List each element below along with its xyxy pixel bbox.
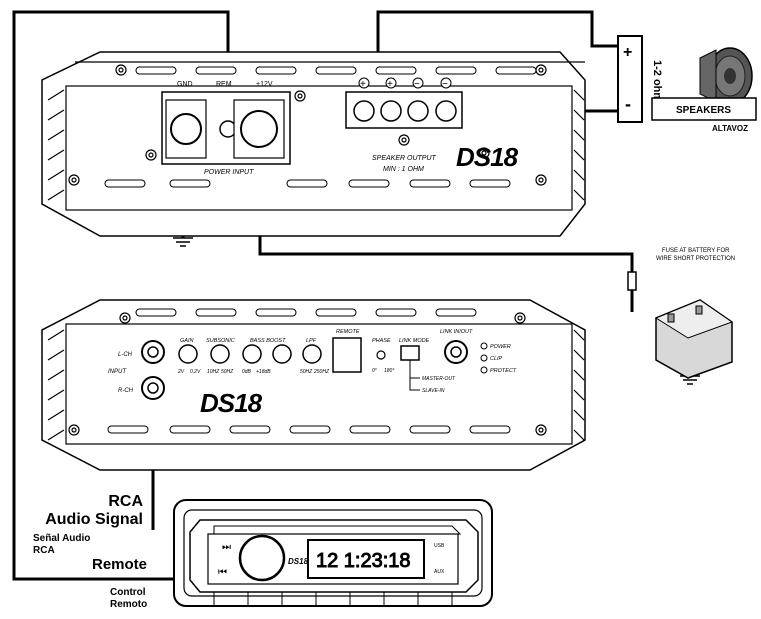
svg-text:LPF: LPF — [306, 338, 317, 344]
l-ch-label: L-CH — [118, 352, 133, 358]
remote-wire — [12, 10, 230, 581]
knob-subsonic: SUBSONIC 10HZ 50HZ — [206, 338, 235, 375]
svg-text:180°: 180° — [384, 368, 394, 374]
knob-bass-boost: BASS BOOST 0dB +18dB — [242, 338, 292, 375]
speaker-terminal-1 — [353, 100, 375, 122]
prev-icon[interactable]: ⏮ — [218, 567, 227, 578]
svg-text:50HZ: 50HZ — [221, 369, 234, 375]
link-mode-label: LINK MODE — [399, 338, 430, 344]
led-protect — [480, 366, 488, 374]
speaker-terminal-4 — [435, 100, 457, 122]
speaker: + - 1-2 ohm SPEAKERS ALTAVOZ — [617, 35, 757, 133]
senal-label-line2: RCA — [33, 545, 55, 556]
power-amplifier: GND REM +12V POWER INPUT + + − − SPEAKER… — [41, 51, 586, 237]
svg-text:SUBSONIC: SUBSONIC — [206, 338, 235, 344]
remote-port-label: REMOTE — [336, 329, 360, 335]
speaker-positive-wire — [376, 10, 618, 92]
svg-text:+18dB: +18dB — [256, 369, 271, 375]
r-ch-label: R-CH — [118, 388, 134, 394]
phase-switch — [376, 350, 386, 360]
speakers-label-box — [651, 97, 757, 121]
svg-text:0.2V: 0.2V — [190, 369, 201, 375]
slave-in-label: SLAVE-IN — [422, 388, 445, 394]
fuse-note-line1: FUSE AT BATTERY FOR — [662, 248, 730, 254]
v12-label: +12V — [256, 81, 273, 88]
fuse: FUSE AT BATTERY FOR WIRE SHORT PROTECTIO… — [627, 248, 735, 291]
link-mode-switch — [400, 345, 420, 361]
svg-text:10HZ: 10HZ — [207, 369, 220, 375]
control-label-line2: Remoto — [110, 599, 148, 610]
head-unit-display — [307, 539, 425, 579]
gnd-terminal — [170, 113, 202, 145]
speaker-output-label: SPEAKER OUTPUT — [372, 155, 437, 162]
speaker-sign-3: − — [414, 79, 420, 90]
svg-text:GAIN: GAIN — [180, 338, 193, 344]
speaker-cone-icon — [699, 47, 753, 105]
speaker-sign-1: + — [360, 79, 366, 90]
speaker-sign-2: + — [387, 79, 393, 90]
led-clip — [480, 354, 488, 362]
input-label: INPUT — [108, 369, 127, 375]
rca-label-line1: RCA — [108, 493, 143, 510]
display-text: 12 1:23:18 — [316, 550, 411, 572]
volume-knob[interactable] — [238, 534, 286, 582]
ground-symbol-amp — [173, 237, 193, 247]
svg-text:BASS BOOST: BASS BOOST — [250, 338, 286, 344]
speaker-terminal-2 — [380, 100, 402, 122]
head-unit-logo: DS18 — [288, 557, 309, 566]
power-input-label: POWER INPUT — [204, 169, 254, 176]
speakers-label: SPEAKERS — [676, 105, 731, 116]
link-inout-label: LINK IN/OUT — [440, 329, 473, 335]
svg-text:0dB: 0dB — [242, 369, 252, 375]
speaker-impedance: 1-2 ohm — [651, 60, 663, 102]
battery — [654, 299, 734, 379]
svg-text:50HZ: 50HZ — [300, 369, 313, 375]
next-icon[interactable]: ⏭ — [222, 542, 231, 553]
fuse-icon — [627, 271, 637, 291]
speaker-plus-sign: + — [623, 44, 632, 61]
control-label-line1: Control — [110, 587, 146, 598]
rem-label: REM — [216, 81, 232, 88]
senal-label-line1: Señal Audio — [33, 533, 91, 544]
speaker-terminal-3 — [407, 100, 429, 122]
master-out-label: MASTER-OUT — [422, 376, 456, 382]
v12-terminal — [240, 110, 278, 148]
altavoz-label: ALTAVOZ — [712, 124, 748, 133]
svg-text:0°: 0° — [372, 368, 377, 374]
fuse-note-line2: WIRE SHORT PROTECTION — [656, 256, 735, 262]
speaker-terminal-box — [617, 35, 643, 123]
speaker-output-spec: MIN : 1 OHM — [383, 166, 424, 173]
control-amplifier: L-CH INPUT R-CH GAIN 2V 0.2V SUBSONIC 10… — [41, 299, 586, 471]
usb-label: USB — [434, 543, 445, 549]
knob-gain: GAIN 2V 0.2V — [177, 338, 201, 375]
svg-text:CLIP: CLIP — [490, 356, 503, 362]
knob-lpf: LPF 50HZ 250HZ — [300, 338, 330, 375]
svg-text:POWER: POWER — [490, 344, 511, 350]
svg-text:250HZ: 250HZ — [313, 369, 330, 375]
speaker-sign-4: − — [442, 79, 448, 90]
power-amp-logo: DS18 — [456, 142, 519, 172]
aux-label: AUX — [434, 569, 445, 575]
gnd-label: GND — [177, 81, 193, 88]
svg-text:PROTECT: PROTECT — [490, 368, 517, 374]
control-amp-logo: DS18 — [200, 388, 263, 418]
remote-port — [332, 337, 362, 373]
led-power — [480, 342, 488, 350]
phase-label: PHASE — [372, 338, 391, 344]
speaker-minus-sign: - — [625, 94, 631, 114]
head-unit: ⏭ ⏮ DS18 12 1:23:18 USB AUX — [173, 499, 493, 607]
rca-label-line2: Audio Signal — [45, 511, 143, 528]
svg-text:2V: 2V — [177, 369, 185, 375]
remote-label: Remote — [91, 556, 147, 573]
